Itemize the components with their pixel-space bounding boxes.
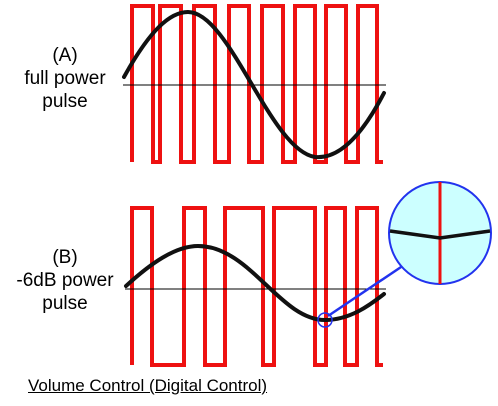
zoom-callout [317,181,492,328]
label-b-line-2: -6dB power [16,270,114,291]
label-b-line-1: (B) [52,247,78,268]
zoom-signal [389,229,491,240]
label-b: (B) -6dB power pulse [4,246,126,315]
zoom-marker-circle [317,312,333,328]
sine-signal-b [124,243,386,323]
label-a: (A) full power pulse [14,44,116,113]
figure-caption: Volume Control (Digital Control) [28,376,268,395]
label-a-line-2: full power [24,68,106,89]
label-a-line-3: pulse [42,91,88,112]
pwm-waveform-a [130,4,383,164]
zoom-connector-line [327,261,408,318]
label-b-line-3: pulse [42,293,88,314]
sine-signal-a [122,9,386,160]
label-a-line-1: (A) [52,45,78,66]
pwm-waveform-b [130,206,383,367]
panel-a [122,4,386,164]
panel-b [124,206,386,367]
